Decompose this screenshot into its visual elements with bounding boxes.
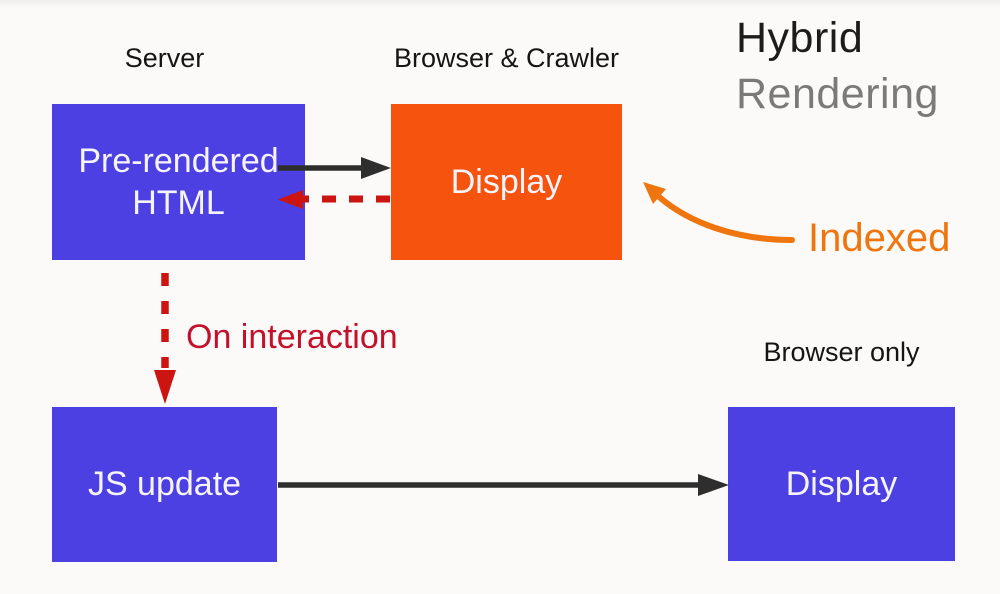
slide-title-line2: Rendering (736, 70, 939, 118)
browser-only-label: Browser only (763, 337, 920, 367)
pre-rendered-html-box: Pre-rendered HTML (52, 104, 305, 260)
js-update-box-label: JS update (87, 465, 242, 504)
pre-rendered-html-box-label: Pre-rendered HTML (78, 141, 279, 222)
slide-title: Hybrid Rendering (736, 10, 939, 122)
js-update-box: JS update (52, 407, 277, 562)
slide-title-line1: Hybrid (736, 14, 864, 62)
server-label: Server (124, 43, 205, 73)
browser-crawler-label: Browser & Crawler (393, 43, 620, 73)
arrow-indexed-curved (643, 182, 795, 243)
arrow-on-interaction-dashed (154, 273, 176, 404)
indexed-label: Indexed (808, 216, 951, 260)
arrow-js-update-to-display (278, 474, 729, 496)
top-edge-shading (0, 0, 1000, 8)
browser-display-box-label: Display (785, 464, 898, 503)
on-interaction-label: On interaction (186, 318, 398, 356)
crawler-display-box: Display (391, 104, 622, 260)
browser-display-box: Display (728, 407, 955, 561)
crawler-display-box-label: Display (450, 162, 563, 201)
